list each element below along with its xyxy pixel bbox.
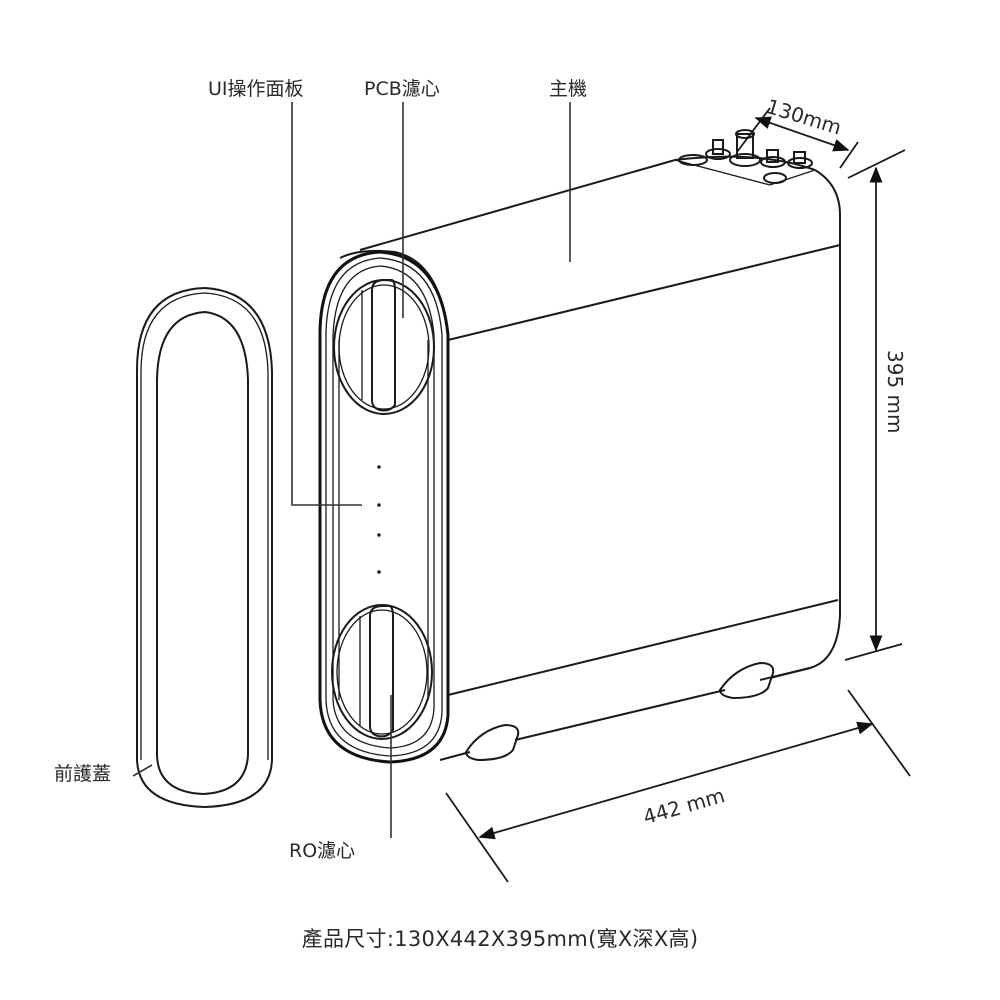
top-fittings: [674, 129, 816, 186]
label-pcb-filter: PCB濾心: [364, 78, 440, 100]
dimension-width: [736, 107, 859, 169]
label-main-unit: 主機: [549, 78, 588, 100]
product-size-caption: 產品尺寸:130X442X395mm(寬X深X高): [301, 927, 699, 951]
ro-filter-shape: [331, 604, 433, 740]
dimension-depth: [445, 689, 911, 883]
pcb-filter-shape: [333, 279, 435, 415]
label-ui-panel: UI操作面板: [208, 78, 304, 100]
main-unit-body: [339, 155, 841, 761]
label-ro-filter: RO濾心: [289, 840, 356, 862]
front-panel: [318, 250, 450, 764]
dimension-height-label: 395 mm: [883, 350, 907, 434]
feet: [464, 661, 775, 762]
dimension-height: [844, 149, 906, 661]
leader-lines: [132, 102, 571, 838]
ui-indicator-dots: [377, 465, 381, 574]
front-cover-shape: [136, 286, 273, 809]
label-front-cover: 前護蓋: [54, 763, 112, 785]
